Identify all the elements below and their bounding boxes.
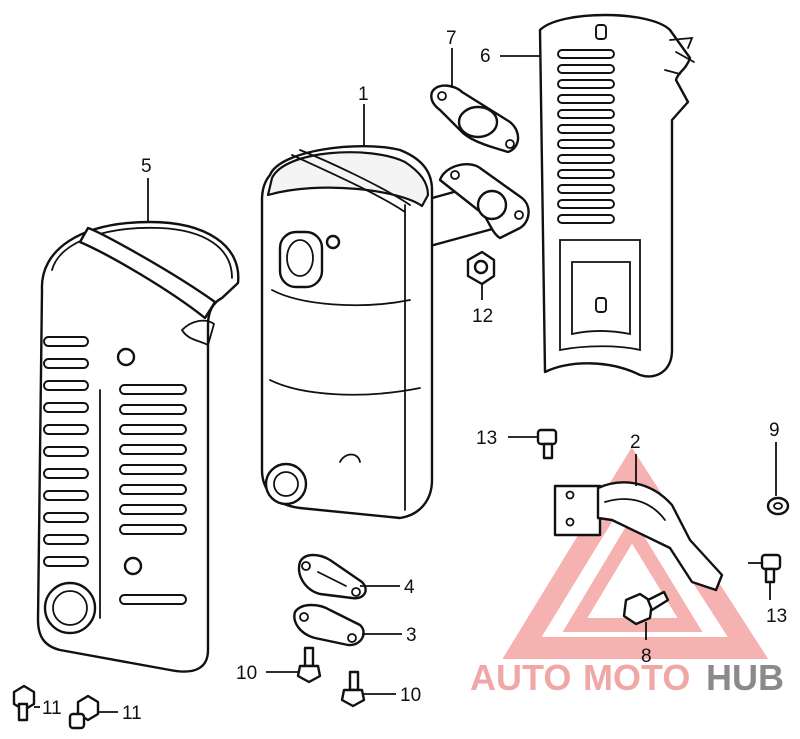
part-13-bolt-upper	[536, 428, 558, 460]
callout-13b: 13	[766, 606, 787, 627]
part-10-bolt-b	[340, 670, 366, 708]
callout-13a: 13	[476, 428, 497, 449]
part-10-bolt-a	[296, 646, 322, 684]
callout-5: 5	[141, 156, 152, 177]
callout-2: 2	[630, 432, 641, 453]
part-5-muffler-protector	[36, 220, 240, 673]
part-13-bolt-lower	[760, 553, 782, 584]
part-7-gasket	[430, 84, 520, 154]
callout-labels: 1 2 3 4 5 6 7 8 9 10 10 11 11 12 13 13	[42, 28, 787, 724]
callout-8: 8	[641, 646, 652, 667]
part-11-bolt-a	[12, 684, 36, 722]
part-3-plate	[293, 603, 365, 647]
callout-11a: 11	[42, 698, 62, 719]
callout-7: 7	[446, 28, 457, 49]
callout-6: 6	[480, 46, 491, 67]
watermark-triangle-inner	[562, 516, 703, 632]
part-1-muffler	[260, 145, 530, 520]
callout-12: 12	[472, 306, 493, 327]
callout-1: 1	[358, 84, 369, 105]
part-4-gasket-plate	[297, 553, 367, 600]
part-6-right-protector	[538, 13, 695, 378]
callout-10b: 10	[400, 685, 421, 706]
watermark-text-moto: MOTO	[583, 657, 690, 698]
part-12-nut	[466, 250, 496, 286]
callout-10a: 10	[236, 663, 257, 684]
part-9-washer	[766, 496, 790, 516]
watermark-text-hub: HUB	[706, 657, 784, 698]
leader-lines	[34, 48, 777, 713]
part-11-bolt-b	[68, 694, 100, 730]
callout-4: 4	[404, 577, 415, 598]
callout-9: 9	[769, 420, 780, 441]
part-2-bracket	[553, 481, 724, 592]
part-8-bolt	[622, 590, 670, 626]
callout-11b: 11	[122, 703, 142, 724]
watermark-text-auto: AUTO	[470, 657, 571, 698]
callout-3: 3	[406, 625, 417, 646]
